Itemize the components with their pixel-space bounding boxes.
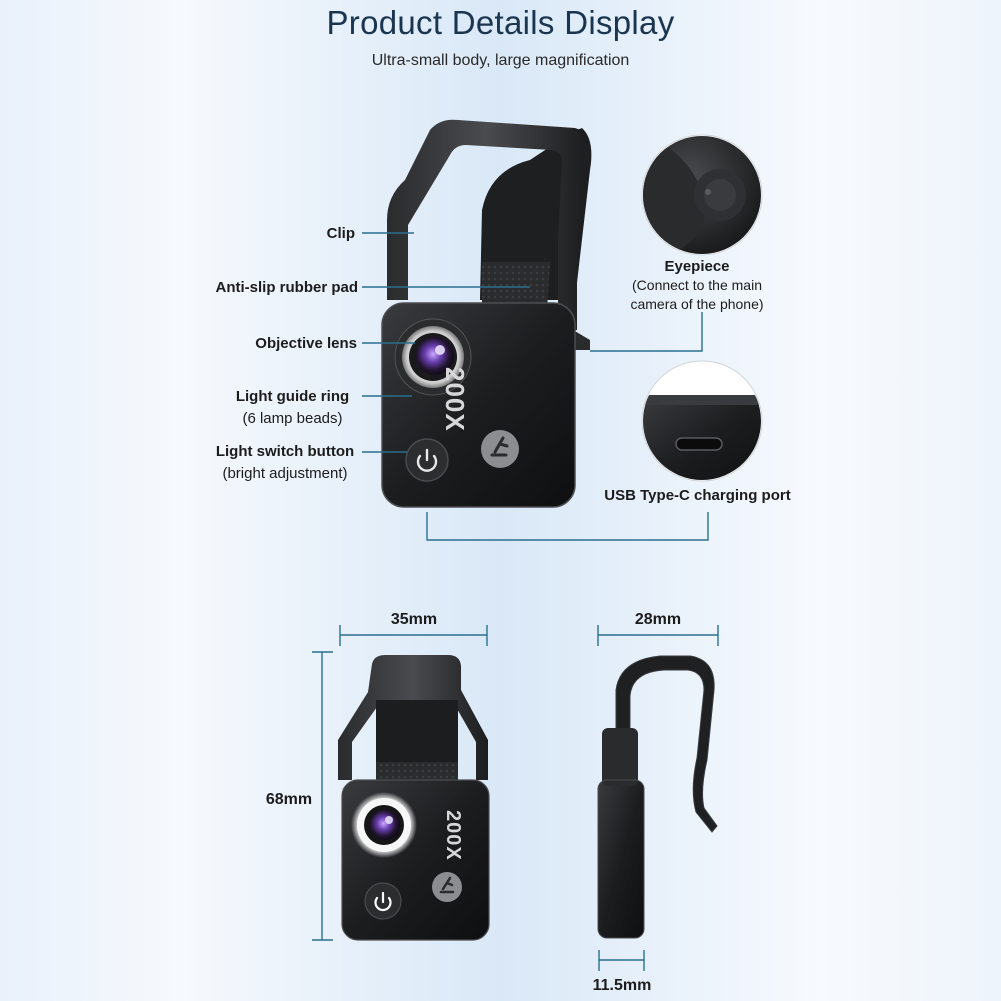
height-dimension: 68mm — [265, 791, 313, 808]
thickness-dimension: 11.5mm — [592, 977, 652, 994]
clip-arch — [387, 119, 586, 330]
clip-label: Clip — [326, 225, 355, 242]
objective-lens — [416, 337, 454, 375]
usb-port-label: USB Type-C charging port — [604, 487, 791, 504]
usb-port-detail — [641, 360, 763, 482]
eyepiece-sublabel-2: camera of the phone) — [630, 296, 764, 312]
width-dimension: 35mm — [390, 611, 438, 628]
main-product-view — [381, 119, 592, 508]
switch-sublabel: (bright adjustment) — [222, 465, 348, 482]
usb-c-port — [675, 437, 723, 451]
magnification-mark-front: 200X — [442, 810, 464, 861]
rubber-pad-label: Anti-slip rubber pad — [215, 279, 359, 296]
microscope-logo-icon — [481, 430, 519, 468]
light-ring-sublabel: (6 lamp beads) — [242, 410, 343, 427]
page-title: Product Details Display — [326, 4, 675, 41]
eyepiece-detail — [641, 134, 763, 256]
switch-label: Light switch button — [215, 443, 355, 460]
callout-lines — [362, 232, 709, 541]
dimension-lines — [312, 625, 719, 971]
depth-dimension: 28mm — [634, 611, 682, 628]
page-subtitle: Ultra-small body, large magnification — [371, 52, 630, 69]
side-view — [597, 655, 718, 939]
eyepiece-label: Eyepiece — [664, 258, 730, 275]
front-view — [338, 655, 490, 941]
light-ring-label: Light guide ring — [235, 388, 350, 405]
magnification-mark-main: 200X — [440, 367, 470, 432]
objective-lens-label: Objective lens — [255, 335, 357, 352]
eyepiece-sublabel-1: (Connect to the main — [632, 277, 762, 293]
rubber-pad — [482, 262, 550, 310]
